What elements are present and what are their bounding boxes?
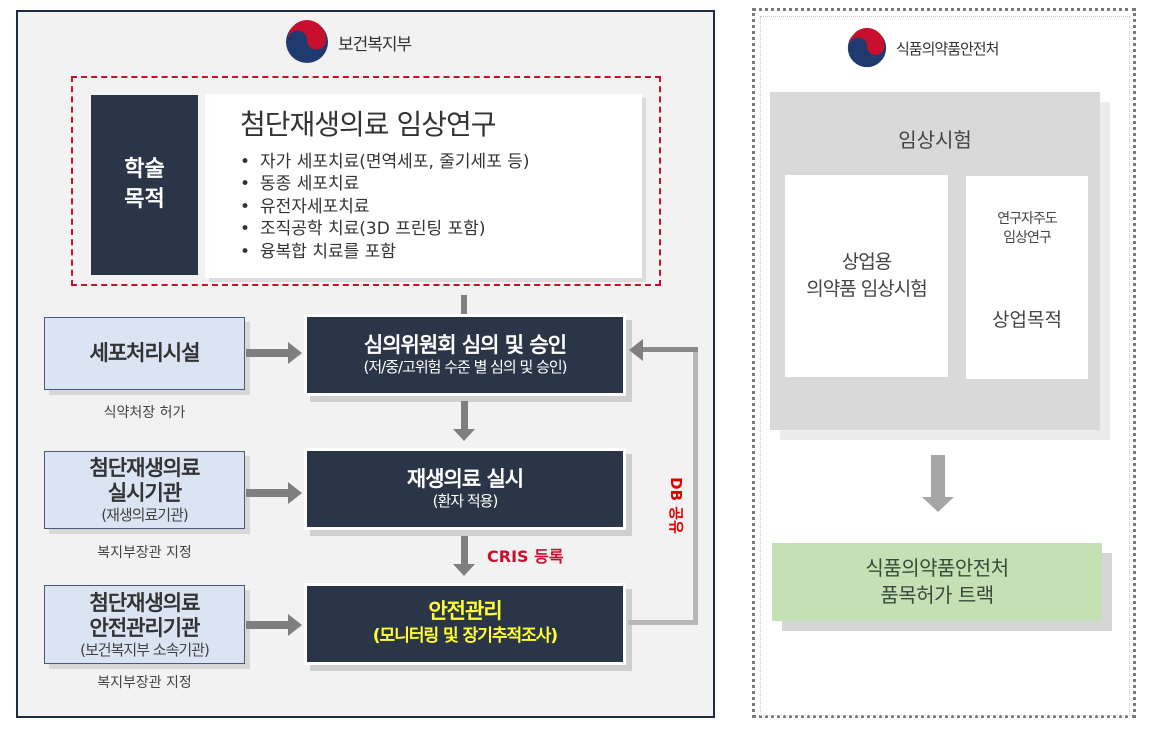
safety-management-institution-box: 첨단재생의료 안전관리기관 (보건복지부 소속기관) (44, 585, 245, 664)
therapy-item: 융복합 치료를 포함 (240, 241, 530, 263)
review-approval-step: 심의위원회 심의 및 승인 (저/중/고위험 수준 별 심의 및 승인) (304, 314, 626, 396)
step-subtitle: (모니터링 및 장기추적조사) (372, 626, 558, 646)
cris-registration-label: CRIS 등록 (487, 547, 564, 566)
therapy-item: 조직공학 치료(3D 프린팅 포함) (240, 218, 530, 240)
mfds-logo: 식품의약품안전처 (846, 27, 999, 69)
investigator-line2: 임상연구 (1003, 230, 1052, 246)
academic-label-line2: 목적 (124, 187, 165, 212)
institution-title: 첨단재생의료 (89, 590, 201, 615)
therapy-item: 유전자세포치료 (240, 196, 530, 218)
commercial-trial-box: 상업용 의약품 임상시험 (785, 175, 948, 377)
investigator-initiated-label: 연구자주도 임상연구 (966, 210, 1088, 248)
institution-subtitle: (보건복지부 소속기관) (80, 640, 210, 659)
mfds-inner-border (760, 16, 1130, 716)
clinical-trial-title: 임상시험 (898, 128, 972, 152)
institution-title: 세포처리시설 (89, 341, 201, 365)
arrow-shaft (246, 489, 288, 497)
commercial-trial-line2: 의약품 임상시험 (806, 278, 927, 300)
institution-caption: 복지부장관 지정 (97, 675, 192, 691)
commercial-trial-line1: 상업용 (841, 251, 892, 273)
academic-research-frame (71, 76, 661, 286)
academic-purpose-label: 학술 목적 (91, 95, 198, 275)
arrow-left-icon (629, 339, 643, 361)
track-line1: 식품의약품안전처 (865, 556, 1009, 580)
arrow-right-icon (288, 482, 302, 504)
institution-title-line2: 실시기관 (107, 481, 182, 505)
arrow-shaft (461, 536, 468, 564)
track-line2: 품목허가 트랙 (880, 583, 994, 607)
institution-title-line2: 안전관리기관 (89, 615, 201, 640)
arrow-shaft (461, 401, 468, 429)
taegeuk-logo-icon (286, 20, 328, 63)
academic-research-title: 첨단재생의료 임상연구 (240, 108, 497, 141)
connector-line (461, 295, 467, 315)
investigator-line1: 연구자주도 (997, 211, 1057, 227)
taegeuk-logo-icon (847, 27, 887, 68)
therapy-item: 동종 세포치료 (240, 173, 530, 195)
investigator-initiated-box (966, 176, 1088, 379)
arrow-shaft (931, 455, 945, 500)
feedback-line (693, 347, 698, 625)
institution-caption: 식약처장 허가 (103, 405, 186, 421)
arrow-down-icon (922, 497, 954, 512)
feedback-line (628, 620, 698, 625)
arrow-right-icon (288, 614, 302, 636)
step-title: 안전관리 (428, 599, 502, 623)
agency-name: 식품의약품안전처 (896, 39, 999, 58)
safety-management-step: 안전관리 (모니터링 및 장기추적조사) (304, 583, 626, 665)
mohw-logo: 보건복지부 (284, 19, 412, 65)
arrow-shaft (246, 349, 288, 357)
institution-subtitle: (재생의료기관) (101, 506, 189, 524)
step-subtitle: (환자 적용) (432, 492, 499, 510)
arrow-shaft (246, 621, 288, 629)
regenerative-treatment-step: 재생의료 실시 (환자 적용) (304, 448, 626, 530)
academic-label-line1: 학술 (124, 157, 165, 182)
regenerative-medicine-institution-box: 첨단재생의료 실시기관 (재생의료기관) (44, 451, 245, 529)
therapy-item: 자가 세포치료(면역세포, 줄기세포 등) (240, 151, 529, 173)
arrow-right-icon (288, 342, 302, 364)
institution-title: 첨단재생의료 (89, 456, 201, 480)
institution-caption: 복지부장관 지정 (97, 545, 192, 561)
cell-processing-facility-box: 세포처리시설 (44, 317, 245, 390)
step-subtitle: (저/중/고위험 수준 별 심의 및 승인) (363, 358, 567, 376)
step-title: 심의위원회 심의 및 승인 (363, 333, 567, 357)
db-share-label: DB 공유 (666, 477, 685, 534)
feedback-line (643, 347, 698, 352)
arrow-down-icon (453, 564, 475, 576)
arrow-down-icon (453, 429, 475, 441)
ministry-name: 보건복지부 (338, 34, 412, 55)
step-title: 재생의료 실시 (406, 467, 524, 491)
therapy-list: 자가 세포치료(면역세포, 줄기세포 등) 동종 세포치료 유전자세포치료 조직… (240, 151, 530, 263)
approval-track-box: 식품의약품안전처 품목허가 트랙 (772, 543, 1102, 621)
commercial-purpose-label: 상업목적 (992, 309, 1062, 331)
